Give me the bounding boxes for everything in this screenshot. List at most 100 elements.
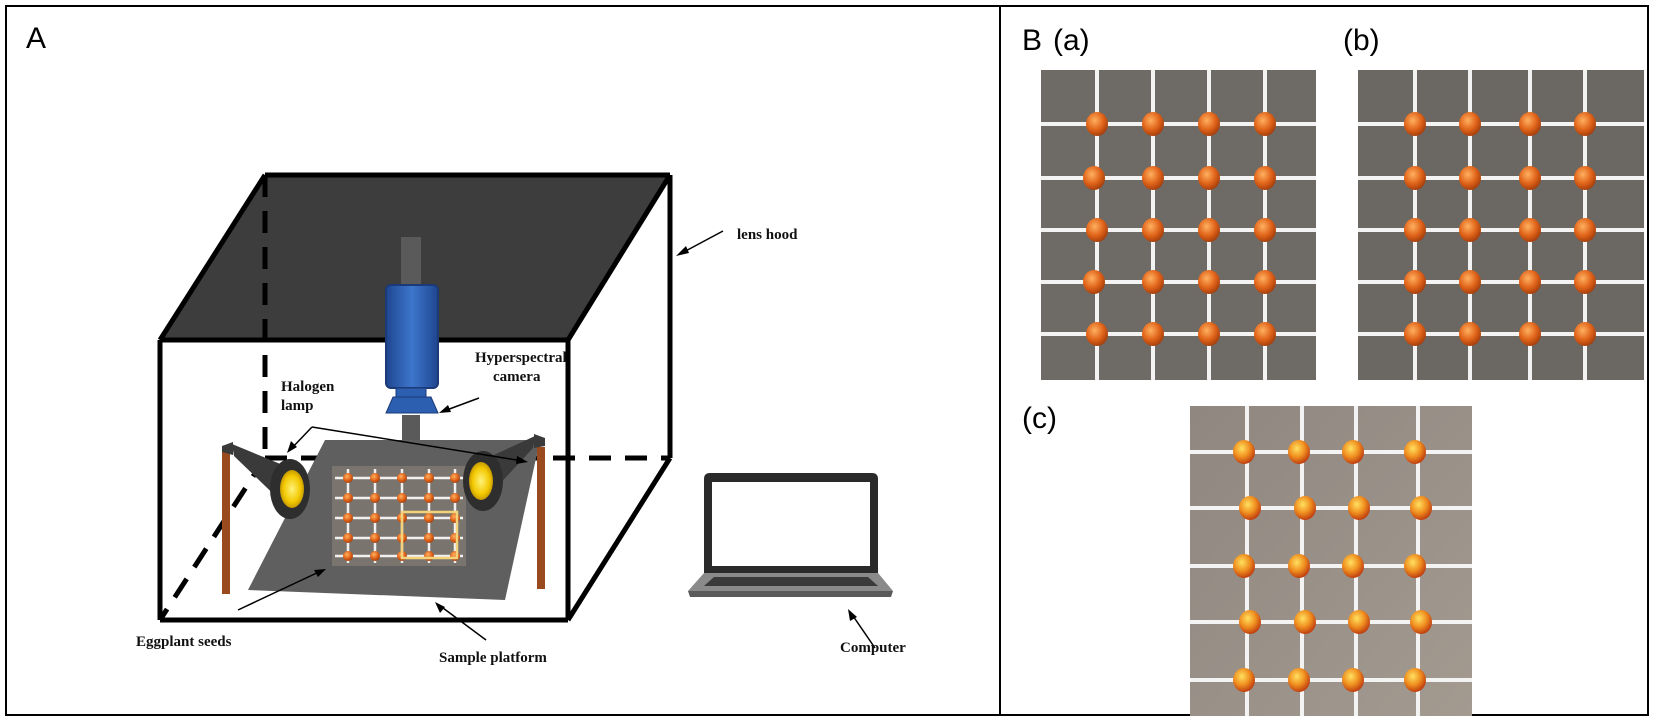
- seed: [1142, 218, 1164, 242]
- seed: [1233, 440, 1255, 464]
- seed: [1404, 668, 1426, 692]
- mini-seed: [450, 551, 460, 561]
- lens-hood-label: lens hood: [737, 227, 798, 243]
- seed: [1519, 218, 1541, 242]
- mini-seed: [450, 493, 460, 503]
- mini-seed: [424, 473, 434, 483]
- lamp-label-line2: lamp: [281, 398, 314, 414]
- seed: [1083, 166, 1105, 190]
- panel-a: A: [26, 22, 906, 666]
- seed: [1410, 496, 1432, 520]
- seed: [1404, 218, 1426, 242]
- mini-seed: [424, 551, 434, 561]
- mini-seed: [450, 533, 460, 543]
- panel-a-label: A: [26, 22, 46, 55]
- mini-seed: [370, 551, 380, 561]
- mini-seed: [424, 513, 434, 523]
- seed: [1348, 610, 1370, 634]
- seed: [1288, 554, 1310, 578]
- panel-b: B (a) (b) (c): [1022, 24, 1644, 716]
- seed: [1294, 496, 1316, 520]
- photo-c: [1190, 406, 1472, 716]
- seed: [1519, 166, 1541, 190]
- seed: [1404, 440, 1426, 464]
- seed: [1574, 166, 1596, 190]
- mini-seed: [370, 533, 380, 543]
- seed: [1459, 166, 1481, 190]
- seed: [1239, 610, 1261, 634]
- seed: [1198, 270, 1220, 294]
- seed: [1083, 270, 1105, 294]
- seed: [1254, 112, 1276, 136]
- mini-seed: [397, 493, 407, 503]
- sub-a-label: (a): [1053, 24, 1090, 57]
- seed: [1254, 218, 1276, 242]
- seed: [1254, 322, 1276, 346]
- seed: [1342, 554, 1364, 578]
- seed: [1233, 668, 1255, 692]
- mini-seed: [343, 513, 353, 523]
- seed: [1342, 440, 1364, 464]
- seed: [1519, 322, 1541, 346]
- seed: [1142, 270, 1164, 294]
- seed: [1239, 496, 1261, 520]
- seed: [1410, 610, 1432, 634]
- computer-label: Computer: [840, 640, 906, 656]
- seed: [1404, 166, 1426, 190]
- seed: [1348, 496, 1370, 520]
- seed: [1459, 218, 1481, 242]
- mini-seed: [343, 493, 353, 503]
- mini-seed: [424, 493, 434, 503]
- seed: [1198, 322, 1220, 346]
- sample-grid-image: [332, 466, 466, 566]
- seed: [1142, 112, 1164, 136]
- mini-seed: [343, 473, 353, 483]
- seed: [1254, 166, 1276, 190]
- seed: [1574, 218, 1596, 242]
- seed: [1233, 554, 1255, 578]
- sub-c-label: (c): [1022, 402, 1057, 435]
- annotation-arrows: [237, 230, 876, 649]
- mini-seed: [424, 533, 434, 543]
- seed: [1342, 668, 1364, 692]
- panel-b-label: B: [1022, 24, 1042, 57]
- seed: [1404, 322, 1426, 346]
- seed: [1404, 112, 1426, 136]
- mini-seed: [370, 513, 380, 523]
- mini-seed: [397, 473, 407, 483]
- seed: [1288, 440, 1310, 464]
- halogen-lamp-left: [222, 442, 310, 594]
- camera-label-line1: Hyperspectral: [475, 350, 567, 366]
- photo-a: [1041, 70, 1316, 380]
- seed: [1142, 166, 1164, 190]
- seed: [1142, 322, 1164, 346]
- camera-label-line2: camera: [493, 369, 541, 385]
- photo-b: [1358, 70, 1644, 380]
- lamp-label-line1: Halogen: [281, 379, 335, 395]
- seed: [1574, 112, 1596, 136]
- seeds-label: Eggplant seeds: [136, 634, 232, 650]
- sub-b-label: (b): [1343, 24, 1380, 57]
- seed: [1254, 270, 1276, 294]
- seed: [1198, 112, 1220, 136]
- mini-seed: [450, 473, 460, 483]
- seed: [1086, 112, 1108, 136]
- halogen-lamp-right: [463, 434, 545, 589]
- seed: [1519, 112, 1541, 136]
- seed: [1288, 668, 1310, 692]
- seed: [1459, 112, 1481, 136]
- seed: [1198, 218, 1220, 242]
- computer-laptop: [688, 473, 893, 597]
- seed: [1519, 270, 1541, 294]
- mini-seed: [370, 493, 380, 503]
- seed: [1294, 610, 1316, 634]
- seed: [1086, 322, 1108, 346]
- mini-seed: [370, 473, 380, 483]
- seed: [1459, 322, 1481, 346]
- seed: [1086, 218, 1108, 242]
- mini-seed: [343, 533, 353, 543]
- mini-seed: [343, 551, 353, 561]
- seed: [1459, 270, 1481, 294]
- seed: [1404, 554, 1426, 578]
